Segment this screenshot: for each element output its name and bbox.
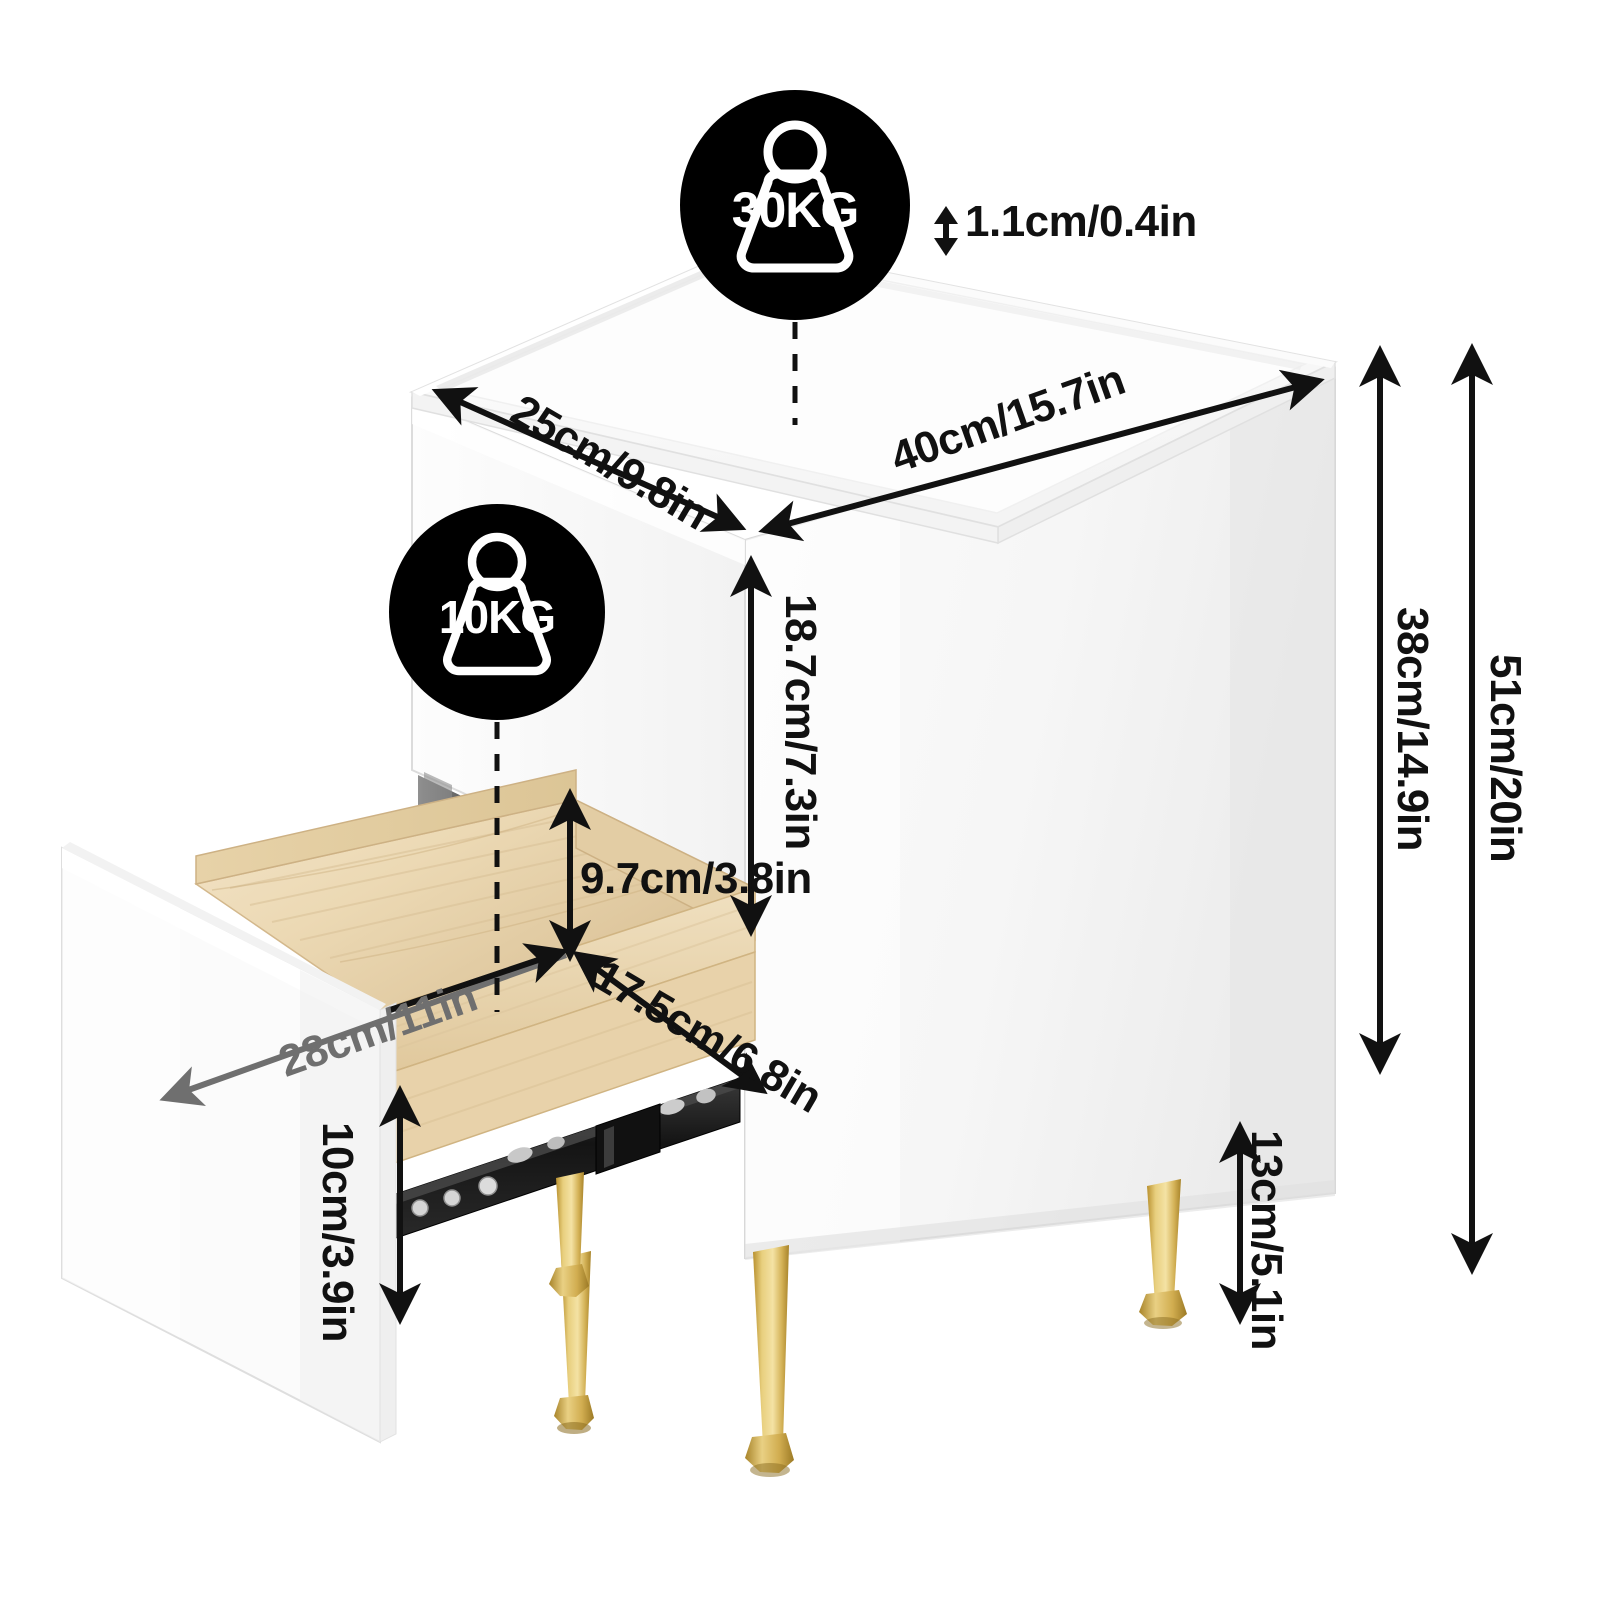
drawer-back-wall — [195, 769, 577, 885]
badge-capacity-top-value: 30KG — [731, 182, 860, 238]
updown-arrow-icon — [934, 206, 958, 256]
dim-cabinet-body-height: 38cm/14.9in — [1388, 607, 1437, 851]
drawer-slide-rail — [383, 1077, 741, 1243]
arrow-width-top — [758, 369, 1325, 542]
weight-badges — [389, 90, 910, 720]
leg-rear-left — [549, 1172, 589, 1297]
arrow-depth-top — [431, 387, 747, 532]
leg-front-right — [745, 1245, 794, 1477]
dim-lower-drawer-height: 10cm/3.9in — [313, 1122, 362, 1343]
badge-capacity-top — [680, 90, 910, 320]
dim-top-thickness: 1.1cm/0.4in — [965, 197, 1197, 246]
dim-drawer-interior-height: 9.7cm/3.8in — [580, 854, 812, 903]
arrow-drawer-interior-depth — [572, 950, 768, 1095]
dim-leg-height: 13cm/5.1in — [1242, 1130, 1291, 1351]
dim-upper-drawer-height: 18.7cm/7.3in — [776, 594, 825, 850]
badge-capacity-drawer — [389, 504, 605, 720]
badge-capacity-drawer-value: 10KG — [438, 591, 556, 643]
dimension-arrows — [159, 322, 1493, 1325]
dim-overall-height: 51cm/20in — [1481, 654, 1530, 863]
leg-rear-right — [1139, 1179, 1187, 1329]
cabinet-legs — [549, 1172, 1187, 1477]
